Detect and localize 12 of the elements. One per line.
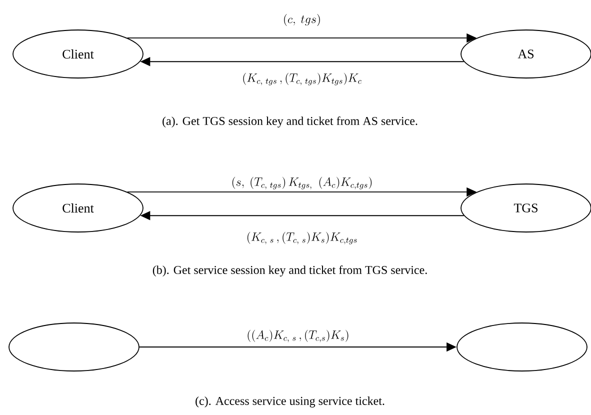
edge-label: $(K_{c,\ s}\,,(T_{c,\ s})K_s)K_{c,tgs}$: [245, 230, 359, 246]
caption: (c). Access service using service ticket.: [196, 396, 384, 408]
edge-label: $(c,\ tgs)$: [282, 13, 322, 27]
empty-ellipse: [456, 322, 588, 372]
edge-label: $(s,\ (T_{c,\ tgs})\,K_{tgs,}\ \ (A_c)K_{c,tgs})$: [230, 176, 374, 190]
caption: (b). Get service session key and ticket from TGS service.: [152, 265, 427, 277]
ellipse-node: Client: [12, 30, 144, 78]
edge-label: $((A_c)K_{c,\ s}\,,(T_{c,s})K_s)$: [246, 328, 350, 344]
ellipse-node: Client: [12, 184, 144, 232]
edge-label: $(K_{c,\ tgs}\,,(T_{c,\ tgs})K_{tgs})K_c$: [241, 72, 363, 86]
empty-ellipse: [8, 322, 140, 372]
caption: (a). Get TGS session key and ticket from AS service.: [162, 116, 418, 128]
